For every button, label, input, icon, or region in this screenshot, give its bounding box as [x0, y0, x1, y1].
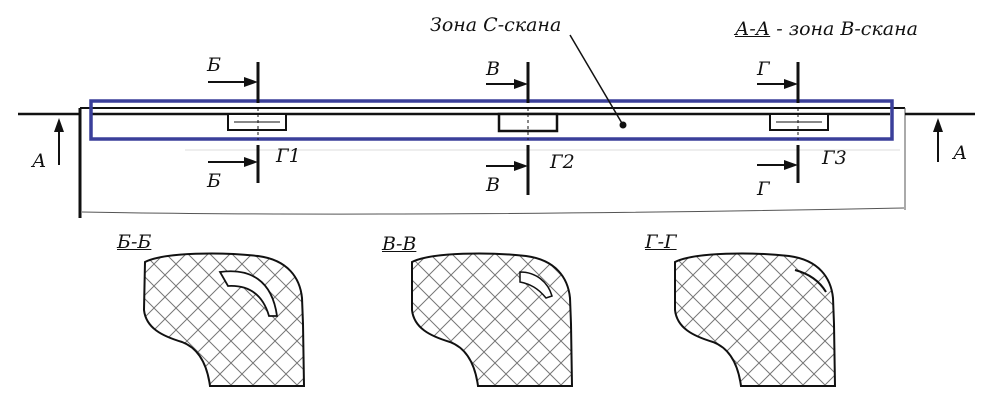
cut-b-label-top: Б — [207, 54, 221, 76]
cut-a-label-right: А — [953, 142, 968, 164]
cross-section-v — [411, 252, 574, 387]
cut-plane-a-right — [933, 118, 943, 162]
cut-plane-b — [208, 62, 260, 183]
cut-plane-g — [757, 62, 800, 183]
cut-g-label-top: Г — [757, 58, 770, 80]
cut-g-label-bottom: Г — [757, 178, 770, 200]
zone-c-label: Зона С-скана — [430, 14, 562, 36]
section-b-title: Б-Б — [117, 231, 152, 253]
cut-plane-v — [486, 62, 530, 195]
zone-c-leader — [569, 34, 624, 126]
cross-section-g — [674, 252, 837, 387]
section-a-title: А-А - зона В-скана — [735, 20, 918, 39]
section-a-title-text: - зона В-скана — [770, 18, 918, 40]
cross-section-b — [142, 252, 306, 387]
section-g-title: Г-Г — [645, 231, 677, 253]
cut-v-label-bottom: В — [486, 174, 500, 196]
defect-label-3: Г3 — [822, 147, 847, 169]
cut-v-label-top: В — [486, 58, 500, 80]
defect-label-1: Г1 — [276, 145, 301, 167]
section-v-title: В-В — [382, 233, 417, 255]
cut-b-label-bottom: Б — [207, 170, 221, 192]
cut-a-label-left: А — [32, 150, 47, 172]
cut-plane-a-left — [54, 118, 64, 165]
beam-part — [18, 107, 975, 218]
defect-label-2: Г2 — [550, 151, 575, 173]
section-a-title-code: А-А — [735, 18, 771, 40]
scan-zone-frame — [89, 99, 894, 141]
